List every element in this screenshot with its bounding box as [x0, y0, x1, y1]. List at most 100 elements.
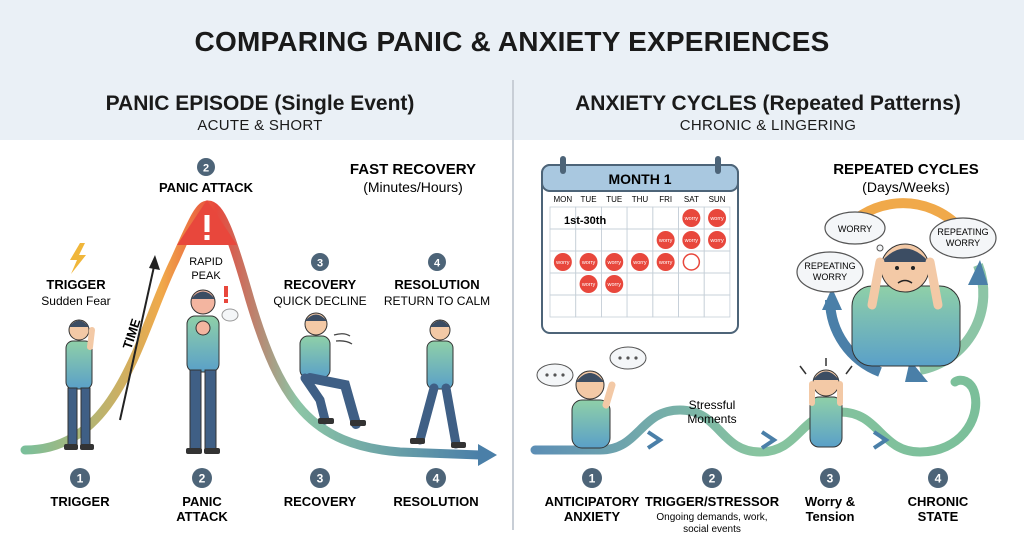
svg-text:4: 4 — [433, 472, 440, 486]
worry-day-label: worry — [658, 238, 673, 244]
svg-text:1: 1 — [589, 472, 596, 486]
worry-day-marker — [682, 231, 701, 249]
trigger-title: TRIGGER — [46, 277, 106, 292]
anxiety-stage-4-label-2: STATE — [918, 509, 959, 524]
calendar: MONTH 1 — [541, 156, 739, 334]
moments-label: Moments — [687, 412, 736, 426]
fast-recovery-sub: (Minutes/Hours) — [363, 179, 463, 195]
calendar-day-header: TUE — [606, 195, 622, 204]
worry-day-marker — [553, 253, 572, 271]
panic-stage-2-top-badge: 2 — [197, 158, 215, 176]
cycle-arrowhead-left — [822, 288, 842, 310]
panic-stage-1-badge: 1 — [70, 468, 90, 488]
resolution-person-figure — [410, 319, 466, 449]
panic-stage-3-top-badge: 3 — [311, 253, 329, 271]
resolution-title: RESOLUTION — [394, 277, 479, 292]
worried-person-figure — [851, 243, 961, 367]
worry-day-marker — [605, 275, 624, 293]
svg-text:WORRY: WORRY — [813, 272, 847, 282]
worry-bubble: WORRY — [824, 211, 886, 252]
anxiety-stage-2-label: TRIGGER/STRESSOR — [645, 494, 780, 509]
recovery-sub: QUICK DECLINE — [273, 294, 366, 308]
anticipatory-person-figure — [536, 346, 647, 449]
worry-day-label: worry — [658, 260, 673, 266]
worry-day-label: worry — [684, 238, 699, 244]
anxiety-stage-4-label-1: CHRONIC — [908, 494, 969, 509]
warning-icon — [177, 200, 237, 245]
calendar-range-label: 1st-30th — [564, 215, 606, 227]
calendar-title: MONTH 1 — [609, 171, 672, 187]
panic-stage-4-top-badge: 4 — [428, 253, 446, 271]
worry-day-label: worry — [684, 216, 699, 222]
calendar-day-header: TUE — [581, 195, 597, 204]
svg-text:4: 4 — [935, 472, 942, 486]
worry-day-marker — [708, 231, 727, 249]
svg-text:REPEATING: REPEATING — [937, 227, 988, 237]
repeated-cycles-title: REPEATED CYCLES — [833, 161, 979, 178]
worry-day-ring — [682, 253, 701, 271]
worry-day-marker — [579, 253, 598, 271]
anxiety-stage-3-badge: 3 — [820, 468, 840, 488]
svg-text:REPEATING: REPEATING — [804, 261, 855, 271]
worry-day-marker — [708, 209, 727, 227]
fast-recovery-title: FAST RECOVERY — [350, 161, 476, 178]
panic-stage-2-label-1: PANIC — [182, 494, 222, 509]
anxiety-stage-2-sub-2: social events — [683, 524, 741, 535]
trigger-person-figure — [64, 319, 95, 450]
svg-text:3: 3 — [827, 472, 834, 486]
trigger-sub: Sudden Fear — [41, 294, 110, 308]
calendar-day-header: FRI — [659, 195, 672, 204]
panic-stage-2-badge: 2 — [192, 468, 212, 488]
recovery-title: RECOVERY — [284, 277, 357, 292]
resolution-sub: RETURN TO CALM — [384, 294, 490, 308]
anxiety-stage-3-label-1: Worry & — [805, 494, 855, 509]
anxiety-stage-1-badge: 1 — [582, 468, 602, 488]
time-arrowhead — [149, 255, 160, 270]
panic-curve-arrowhead — [478, 444, 497, 466]
svg-text:3: 3 — [317, 258, 323, 270]
time-arrow — [119, 261, 156, 421]
svg-text:2: 2 — [203, 163, 209, 175]
stressful-label: Stressful — [689, 398, 736, 412]
worry-day-label: worry — [555, 260, 570, 266]
panic-stage-4-badge: 4 — [426, 468, 446, 488]
panic-heading: PANIC EPISODE (Single Event) — [105, 92, 415, 115]
peak-label: PEAK — [191, 270, 221, 282]
worry-day-marker — [630, 253, 649, 271]
anxiety-stage-4-badge: 4 — [928, 468, 948, 488]
panic-stage-1-label: TRIGGER — [50, 494, 110, 509]
svg-text:3: 3 — [317, 472, 324, 486]
worry-day-label: worry — [607, 282, 622, 288]
main-title: COMPARING PANIC & ANXIETY EXPERIENCES — [194, 26, 830, 57]
panic-stage-3-badge: 3 — [310, 468, 330, 488]
worry-day-marker — [579, 275, 598, 293]
repeating-worry-bubble-left: REPEATING WORRY — [796, 251, 864, 293]
calendar-day-header: MON — [554, 195, 573, 204]
panic-stage-3-label: RECOVERY — [284, 494, 357, 509]
anxiety-subheading: CHRONIC & LINGERING — [679, 117, 857, 134]
panic-stage-4-label: RESOLUTION — [393, 494, 478, 509]
svg-text:WORRY: WORRY — [838, 224, 872, 234]
panic-attack-title: PANIC ATTACK — [159, 180, 254, 195]
calendar-day-header: THU — [632, 195, 649, 204]
svg-text:4: 4 — [434, 258, 441, 270]
worry-day-marker — [605, 253, 624, 271]
worry-day-marker — [656, 231, 675, 249]
panic-stage-2-label-2: ATTACK — [176, 509, 228, 524]
panic-subheading: ACUTE & SHORT — [197, 117, 323, 134]
worry-day-label: worry — [607, 260, 622, 266]
worry-day-label: worry — [632, 260, 647, 266]
cycle-arrow-left — [825, 299, 882, 377]
worry-day-label: worry — [709, 216, 724, 222]
wave-chevrons — [646, 430, 890, 450]
svg-text:2: 2 — [709, 472, 716, 486]
tension-person-figure — [799, 358, 853, 448]
lightning-icon — [70, 243, 86, 274]
anxiety-stage-3-label-2: Tension — [806, 509, 855, 524]
worry-day-marker — [656, 253, 675, 271]
anxiety-stage-2-badge: 2 — [702, 468, 722, 488]
svg-text:1: 1 — [77, 472, 84, 486]
